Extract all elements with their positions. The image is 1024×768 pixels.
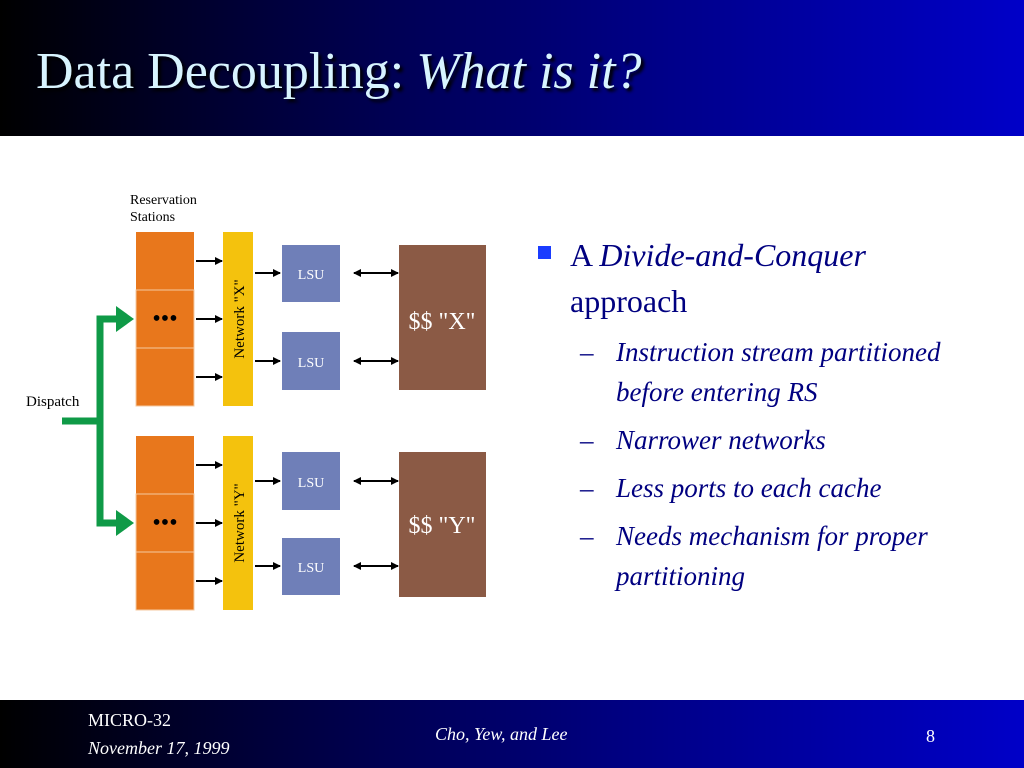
footer-authors: Cho, Yew, and Lee [435, 724, 568, 744]
rs-to-network-arrows [196, 257, 223, 585]
rs-slot [135, 347, 195, 407]
rs-slot [135, 289, 195, 349]
lsu-box [282, 538, 340, 595]
rs-group-x: ••• [135, 232, 195, 407]
lsu-label: LSU [298, 476, 324, 491]
rs-group-y: ••• [135, 436, 195, 611]
footer-bar: MICRO-32 November 17, 1999 Cho, Yew, and… [0, 700, 1024, 768]
sub-bullet-dash: – [580, 521, 594, 551]
main-bullet-italic: Divide-and-Conquer [599, 237, 866, 273]
main-bullet-suffix: approach [570, 283, 688, 319]
sub-bullet-dash: – [580, 473, 594, 503]
rs-ellipsis: ••• [152, 306, 177, 332]
rs-label-line1: Reservation [130, 193, 197, 208]
dispatch-label: Dispatch [26, 394, 80, 410]
footer-conference: MICRO-32 [88, 710, 172, 730]
lsu-box [282, 332, 340, 390]
main-bullet: A Divide-and-Conquer approach [538, 232, 998, 324]
sub-bullet-text: Instruction stream partitioned before en… [616, 337, 941, 407]
rs-slot [135, 551, 195, 611]
bullet-square-icon [538, 246, 551, 259]
network-x [223, 232, 253, 406]
lsu-units: LSU LSU LSU LSU [282, 245, 340, 595]
cache-x-label: $$ "X" [409, 309, 476, 335]
slide-title: Data Decoupling:What is it? [36, 46, 642, 98]
cache-y-label: $$ "Y" [409, 513, 476, 539]
title-bar: Data Decoupling:What is it? [0, 0, 1024, 136]
bullet-list: A Divide-and-Conquer approach – Instruct… [538, 232, 998, 596]
rs-ellipsis: ••• [152, 510, 177, 536]
rs-label-line2: Stations [130, 210, 176, 225]
network-to-lsu-arrows [255, 269, 281, 570]
cache-y [399, 452, 486, 597]
rs-slot [136, 232, 194, 290]
lsu-box [282, 245, 340, 302]
footer-date: November 17, 1999 [88, 738, 230, 758]
lsu-label: LSU [298, 356, 324, 371]
sub-bullet: – Needs mechanism for proper partitionin… [538, 516, 998, 596]
sub-bullet: – Narrower networks [538, 420, 998, 460]
lsu-label: LSU [298, 268, 324, 283]
sub-bullet-text: Less ports to each cache [616, 473, 882, 503]
title-italic: What is it? [416, 43, 642, 100]
sub-bullet: – Instruction stream partitioned before … [538, 332, 998, 412]
sub-bullet: – Less ports to each cache [538, 468, 998, 508]
rs-slot [135, 493, 195, 553]
sub-bullet-dash: – [580, 337, 594, 367]
sub-bullet-dash: – [580, 425, 594, 455]
lsu-box [282, 452, 340, 510]
cache-x [399, 245, 486, 390]
network-y-label: Network "Y" [232, 483, 248, 562]
rs-slot [136, 436, 194, 494]
title-main: Data Decoupling: [36, 43, 405, 100]
main-bullet-prefix: A [570, 237, 600, 273]
sub-bullet-text: Needs mechanism for proper partitioning [616, 521, 928, 591]
network-y [223, 436, 253, 610]
lsu-cache-arrows [353, 269, 399, 570]
lsu-label: LSU [298, 561, 324, 576]
sub-bullet-text: Narrower networks [616, 425, 826, 455]
dispatch-arrows [62, 306, 134, 536]
network-x-label: Network "X" [232, 279, 248, 358]
footer-page-number: 8 [926, 726, 935, 746]
